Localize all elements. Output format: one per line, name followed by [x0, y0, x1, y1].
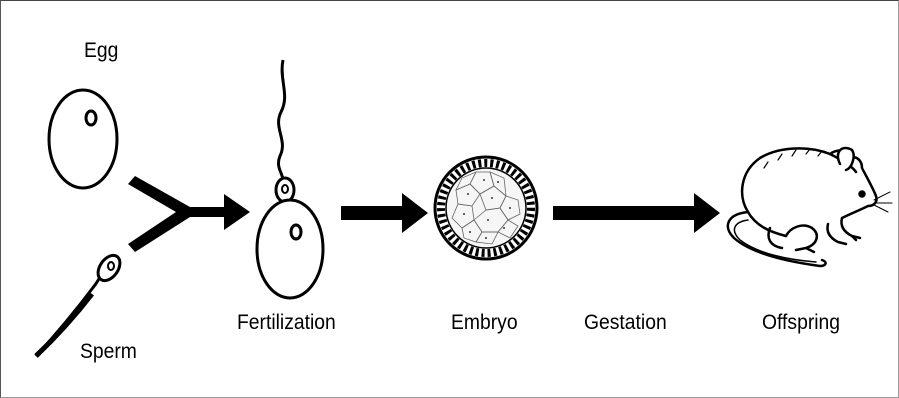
sperm-label: Sperm — [80, 340, 137, 364]
egg-cell — [49, 90, 117, 188]
egg-label: Egg — [84, 39, 118, 63]
merge-arrow — [128, 176, 250, 252]
fertilization-label: Fertilization — [237, 311, 336, 335]
fertilized-egg — [257, 60, 323, 298]
offspring-label: Offspring — [762, 311, 840, 335]
embryo-label: Embryo — [451, 311, 518, 335]
embryo-icon — [435, 157, 537, 259]
gestation-label: Gestation — [584, 311, 667, 335]
rat-offspring-icon — [728, 148, 892, 266]
gestation-arrow — [553, 193, 720, 233]
arrow-to-embryo — [341, 193, 428, 233]
